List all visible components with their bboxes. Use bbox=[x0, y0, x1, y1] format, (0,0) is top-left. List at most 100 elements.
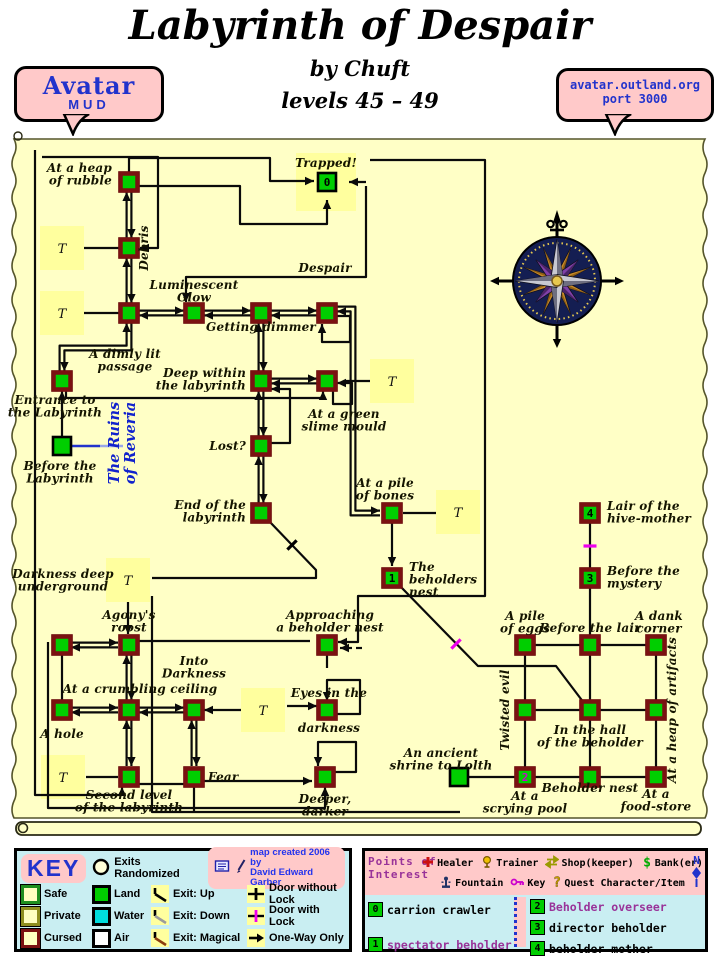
one-way-arrow bbox=[204, 311, 213, 320]
teleport-box bbox=[106, 558, 150, 602]
key-entry-label: One-Way Only bbox=[269, 932, 344, 944]
scroll-curl bbox=[17, 822, 29, 834]
one-way-arrow bbox=[615, 276, 624, 286]
mud-port: port 3000 bbox=[602, 92, 668, 106]
svg-text:underground: underground bbox=[18, 580, 109, 594]
map-passage bbox=[139, 184, 332, 226]
mob-label: Beholder overseer bbox=[549, 899, 667, 914]
mud-host: avatar.outland.org bbox=[569, 78, 701, 92]
one-way-arrow bbox=[338, 637, 347, 647]
one-way-arrow bbox=[175, 703, 184, 712]
room-number: 2 bbox=[522, 771, 529, 784]
poi-service-shop: Shop(keeper) bbox=[544, 854, 634, 872]
room-label: At a crumbling ceiling bbox=[62, 682, 218, 696]
one-way-arrow bbox=[371, 506, 380, 515]
map-passage bbox=[122, 655, 136, 700]
poi-service-label: Healer bbox=[437, 857, 474, 869]
one-way-arrow bbox=[303, 776, 312, 786]
room-eyes-darkness bbox=[316, 699, 338, 721]
key-title: KEY bbox=[21, 853, 87, 883]
room-luminescent bbox=[183, 302, 205, 324]
badge-tail bbox=[604, 114, 632, 136]
locked-door-mark bbox=[450, 638, 462, 650]
key-entry-label: Private bbox=[44, 910, 81, 922]
key-entry-door-2: One-Way Only bbox=[247, 928, 345, 948]
key-entry-cursed: Cursed bbox=[20, 927, 93, 949]
svg-text:Second level: Second level bbox=[86, 788, 173, 802]
trainer-icon bbox=[480, 855, 494, 872]
svg-text:Agony's: Agony's bbox=[101, 608, 155, 622]
one-way-arrow bbox=[317, 324, 327, 333]
one-way-arrow bbox=[337, 307, 346, 316]
one-way-arrow bbox=[139, 311, 148, 320]
svg-text:the labyrinth: the labyrinth bbox=[156, 379, 246, 393]
safe-room-swatch bbox=[20, 883, 41, 905]
key-entry-label: Land bbox=[114, 888, 141, 900]
map-key-legend: KEY Exits Randomized map created 2006 by… bbox=[14, 847, 352, 952]
room-label: Despair bbox=[297, 261, 353, 275]
page-title: Labyrinth of Despair bbox=[128, 2, 592, 49]
one-way-only-icon bbox=[247, 929, 265, 947]
svg-text:In the hall: In the hall bbox=[553, 723, 627, 737]
room-despair bbox=[316, 302, 338, 324]
one-way-arrow bbox=[122, 720, 131, 729]
svg-text:At a heap of artifacts: At a heap of artifacts bbox=[665, 637, 679, 784]
one-way-arrow bbox=[259, 494, 268, 503]
poi-service-fountain: Fountain bbox=[439, 875, 503, 892]
scroll-icon bbox=[214, 858, 232, 878]
svg-text:At a pile: At a pile bbox=[355, 476, 414, 490]
svg-text:Before the lair: Before the lair bbox=[538, 621, 642, 635]
room-dank-corner bbox=[645, 634, 667, 656]
zone-note-ruins-of-reveria: of Reveria bbox=[122, 402, 139, 484]
svg-text:darker: darker bbox=[302, 805, 349, 819]
svg-text:beholders: beholders bbox=[409, 573, 477, 587]
teleport-label: T bbox=[388, 375, 398, 390]
one-way-arrow bbox=[308, 374, 317, 383]
key-entry-label: Cursed bbox=[44, 932, 82, 944]
one-way-arrow bbox=[123, 625, 133, 634]
mud-name-badge: Avatar MUD bbox=[14, 66, 164, 122]
room-into-darkness bbox=[183, 699, 205, 721]
room-hall-of-beholder bbox=[579, 699, 601, 721]
map-passage bbox=[122, 258, 136, 303]
teleport-label: T bbox=[58, 242, 68, 257]
svg-text:Fear: Fear bbox=[207, 770, 240, 784]
map-passage bbox=[123, 602, 133, 634]
room-label: A hole bbox=[39, 727, 84, 741]
svg-text:Getting dimmer: Getting dimmer bbox=[206, 320, 317, 334]
mud-subtitle: MUD bbox=[68, 97, 110, 112]
map-passage bbox=[187, 720, 201, 766]
svg-text:A pile: A pile bbox=[504, 609, 545, 623]
one-way-arrow bbox=[71, 708, 80, 717]
key-entry-label: Water bbox=[114, 910, 145, 922]
land-room-swatch bbox=[92, 884, 111, 904]
map-passage bbox=[313, 740, 358, 774]
key-entry-label: Exit: Down bbox=[173, 910, 230, 922]
air-room-swatch bbox=[92, 928, 111, 948]
map-passage bbox=[122, 720, 136, 766]
one-way-arrow bbox=[127, 229, 136, 238]
room-before-lair bbox=[579, 634, 601, 656]
teleport-box bbox=[40, 291, 84, 335]
svg-text:of eggs: of eggs bbox=[500, 622, 550, 636]
svg-text:of rubble: of rubble bbox=[49, 174, 112, 188]
room-label: Deeper,darker bbox=[298, 792, 352, 819]
map-passage bbox=[122, 192, 136, 238]
map-passage bbox=[139, 703, 184, 717]
one-way-arrow bbox=[122, 258, 131, 267]
room-second-level bbox=[118, 766, 140, 788]
map-passage bbox=[127, 156, 314, 186]
room-food-store bbox=[645, 766, 667, 788]
water-room-swatch bbox=[92, 906, 111, 926]
map-passage bbox=[271, 306, 317, 320]
svg-text:Into: Into bbox=[179, 654, 209, 668]
one-way-arrow bbox=[127, 294, 136, 303]
one-way-arrow bbox=[271, 379, 280, 388]
credit-line2: David Edward Garber bbox=[250, 867, 313, 888]
